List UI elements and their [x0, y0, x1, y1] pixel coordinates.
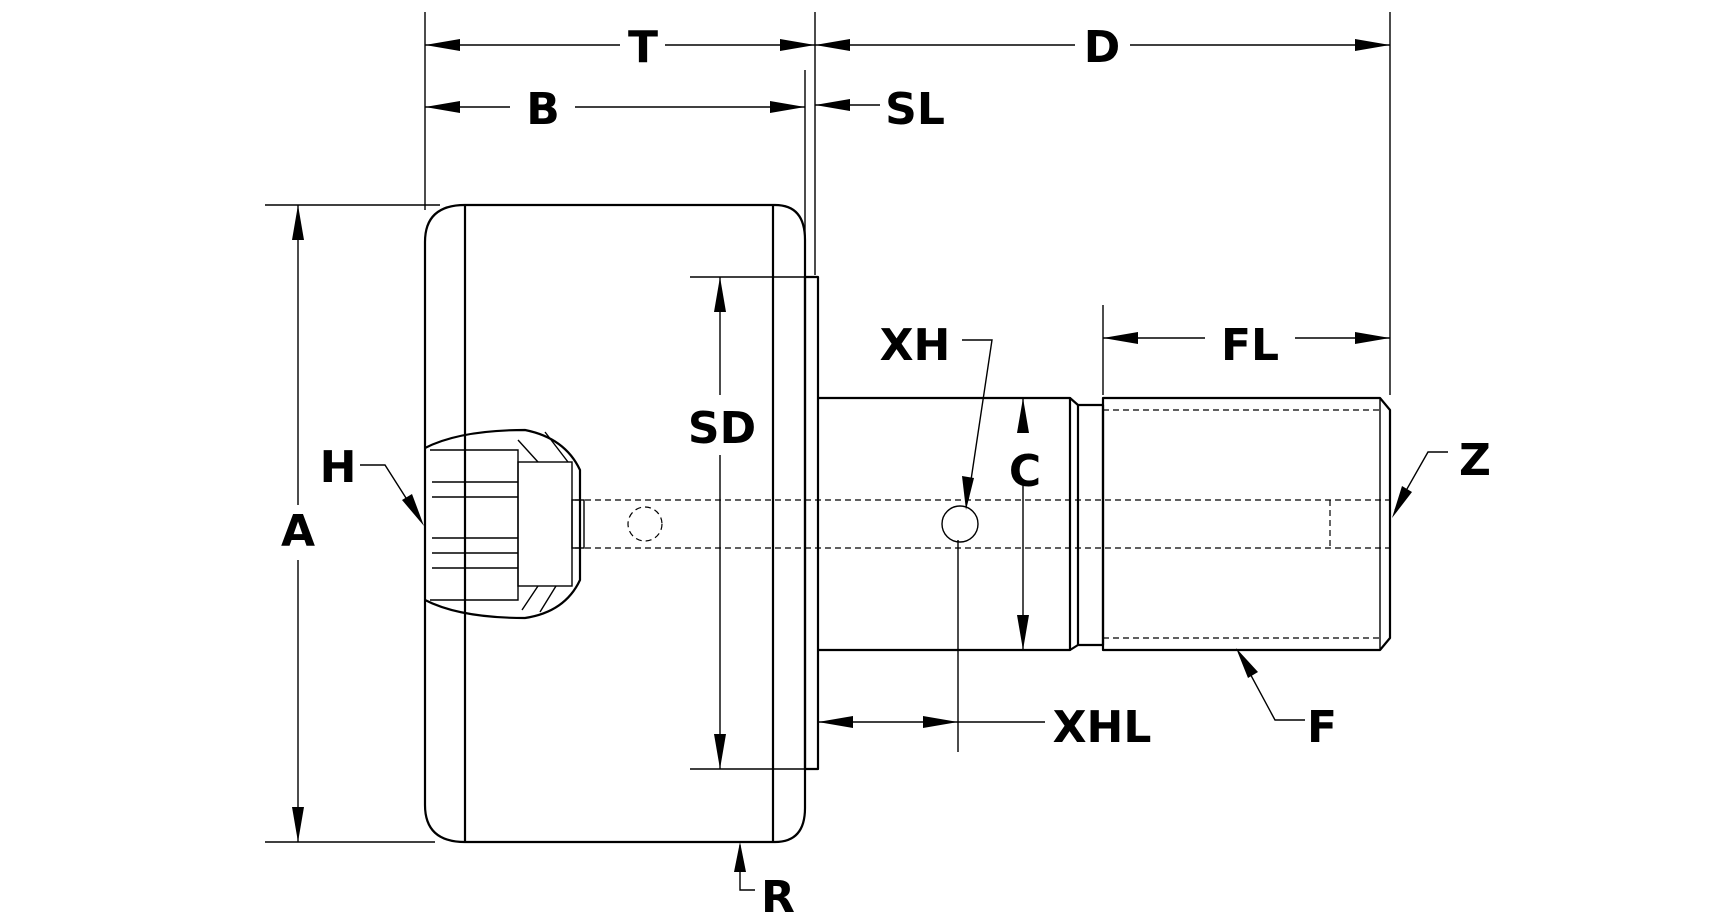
- label-C: C: [1009, 446, 1041, 497]
- dimension-B: [425, 101, 805, 113]
- dimension-C: [1017, 398, 1029, 650]
- label-R: R: [761, 872, 795, 917]
- label-SL: SL: [885, 84, 945, 135]
- extension-lines: [265, 12, 1391, 843]
- dimension-D: [815, 39, 1390, 51]
- label-H: H: [320, 442, 357, 493]
- hex-socket-section: [424, 428, 585, 620]
- label-Z: Z: [1459, 435, 1491, 486]
- leader-H: [360, 464, 424, 526]
- label-F: F: [1307, 702, 1337, 753]
- label-SD: SD: [688, 403, 756, 454]
- lube-passage-hidden: [575, 499, 1390, 549]
- leader-R: [734, 842, 755, 891]
- dimension-A: [292, 205, 304, 842]
- label-A: A: [281, 506, 315, 557]
- stud-body: [818, 396, 1105, 652]
- labels: T D B SL A H SD XH C FL Z XHL F R: [281, 22, 1491, 917]
- leader-Z: [1392, 451, 1448, 518]
- label-XHL: XHL: [1053, 702, 1152, 753]
- label-D: D: [1084, 22, 1121, 73]
- cross-hole-xh: [941, 505, 979, 543]
- roller-outer-ring: [423, 203, 807, 844]
- dimension-XHL: [818, 716, 1045, 728]
- label-XH: XH: [880, 320, 951, 371]
- dimension-SL: [815, 99, 880, 111]
- dimension-FL: [1103, 332, 1390, 344]
- dimension-T: [425, 39, 815, 51]
- label-B: B: [526, 84, 560, 135]
- flange: [803, 275, 820, 771]
- leader-F: [1236, 648, 1305, 721]
- dimension-SD: [714, 277, 726, 769]
- leader-XH: [962, 339, 993, 510]
- label-T: T: [628, 22, 658, 73]
- label-FL: FL: [1221, 320, 1279, 371]
- threaded-section: [1101, 396, 1392, 652]
